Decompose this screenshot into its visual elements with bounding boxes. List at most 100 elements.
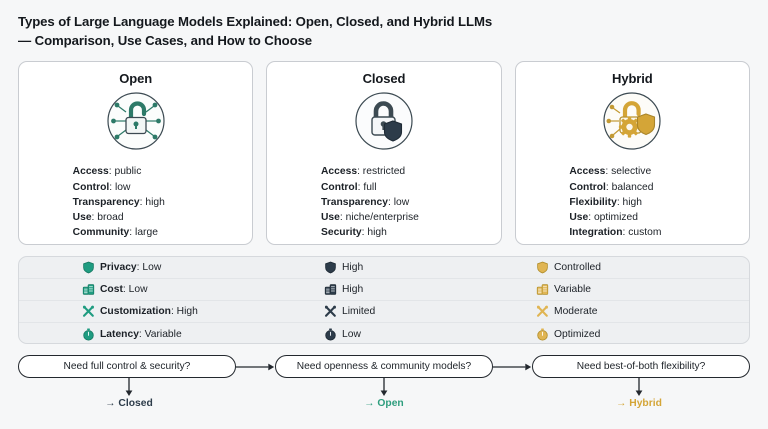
table-row: Cost: Low High Variable [19, 279, 749, 302]
spec-row: Transparency: low [320, 196, 410, 208]
cell-hybrid: Variable [536, 283, 746, 296]
flow-outcome-2: → Open [273, 378, 495, 409]
stopwatch-icon [83, 328, 94, 341]
card-closed[interactable]: Closed Access: restricted Control: full … [266, 61, 502, 246]
cell-closed: High [324, 261, 536, 274]
spec-value: large [135, 226, 158, 238]
spec-key: Control [320, 181, 358, 193]
spec-value: restricted [362, 166, 406, 178]
flow-spacer-1 [240, 378, 273, 409]
spec-value: high [145, 196, 165, 208]
spec-value: low [393, 196, 410, 208]
flow-question-1[interactable]: Need full control & security? [18, 355, 236, 379]
spec-row: Use: broad [72, 211, 124, 223]
cell-open: Latency: Variable [19, 328, 324, 341]
cell-value: Variable [554, 284, 592, 296]
page-title-line2: — Comparison, Use Cases, and How to Choo… [18, 32, 313, 48]
spec-key: Use [320, 211, 340, 223]
cell-hybrid: Controlled [536, 261, 746, 274]
flow-spacer-2 [495, 378, 528, 409]
card-closed-specs: Access: restricted Control: full Transpa… [321, 164, 447, 239]
cell-open: Cost: Low [19, 283, 324, 296]
tools-icon [82, 306, 94, 318]
card-open-specs: Access: public Control: low Transparency… [73, 164, 199, 239]
model-type-cards: Open [18, 61, 750, 246]
card-open[interactable]: Open [18, 61, 254, 246]
spec-row: Access: selective [569, 166, 652, 178]
cell-value: Low [128, 284, 148, 296]
spec-value: selective [611, 166, 652, 178]
cell-value: High [176, 306, 198, 318]
spec-row: Control: low [72, 181, 131, 193]
cell-closed: High [324, 283, 536, 296]
arrow-down-icon [125, 378, 133, 397]
spec-value: optimized [593, 211, 639, 223]
flow-questions-row: Need full control & security? Need openn… [18, 355, 750, 379]
shield-icon [83, 262, 94, 274]
tools-icon [536, 306, 548, 318]
spec-row: Community: large [72, 226, 158, 238]
spec-value: low [115, 181, 131, 193]
spec-row: Control: balanced [569, 181, 654, 193]
flow-outcome-1-label: → Closed [105, 398, 153, 410]
cell-value: Low [142, 262, 162, 274]
row-label: Latency [100, 328, 139, 340]
cell-value: High [342, 284, 364, 296]
spec-key: Transparency [320, 196, 388, 208]
spec-value: custom [628, 226, 662, 238]
stopwatch-icon [325, 328, 336, 341]
spec-key: Integration [569, 226, 623, 238]
closed-padlock-shield-icon [348, 90, 420, 157]
flow-outcome-3: → Hybrid [528, 378, 750, 409]
spec-key: Access [569, 166, 606, 178]
card-hybrid-specs: Access: selective Control: balanced Flex… [569, 164, 695, 239]
cell-open: Privacy: Low [19, 261, 324, 274]
arrow-down-icon [380, 378, 388, 397]
page-title: Types of Large Language Models Explained… [18, 0, 750, 50]
flow-connector-2 [493, 361, 532, 373]
spec-key: Access [72, 166, 109, 178]
cell-value: Low [342, 328, 361, 340]
spec-key: Transparency [72, 196, 140, 208]
flow-connector-1 [236, 361, 275, 373]
table-row: Privacy: Low High Controlled [19, 257, 749, 280]
flow-outcome-2-label: → Open [364, 398, 404, 410]
spec-key: Use [72, 211, 92, 223]
comparison-table: Privacy: Low High Controlled [18, 256, 750, 345]
spec-row: Use: optimized [569, 211, 639, 223]
spec-row: Security: high [320, 226, 387, 238]
cell-closed: Low [324, 328, 536, 341]
cell-value: High [342, 262, 364, 274]
coins-icon [82, 284, 95, 296]
decision-flow: Need full control & security? Need openn… [18, 355, 750, 417]
flow-question-3[interactable]: Need best-of-both flexibility? [532, 355, 750, 379]
table-row: Latency: Variable Low Optimized [19, 323, 749, 343]
cell-hybrid: Moderate [536, 305, 746, 318]
flow-question-2[interactable]: Need openness & community models? [275, 355, 493, 379]
cell-closed: Limited [324, 305, 536, 318]
spec-row: Access: restricted [320, 166, 406, 178]
spec-row: Integration: custom [569, 226, 662, 238]
spec-key: Use [569, 211, 589, 223]
spec-value: full [363, 181, 377, 193]
spec-row: Flexibility: high [569, 196, 643, 208]
coins-icon [324, 284, 337, 296]
spec-row: Transparency: high [72, 196, 165, 208]
card-closed-title: Closed [362, 71, 406, 87]
page-title-line1: Types of Large Language Models Explained… [18, 14, 493, 29]
spec-key: Flexibility [569, 196, 617, 208]
spec-row: Use: niche/enterprise [320, 211, 419, 223]
spec-key: Access [320, 166, 358, 178]
row-label: Cost [100, 284, 123, 296]
tools-icon [324, 306, 336, 318]
shield-icon [325, 262, 336, 274]
flow-outcomes-row: → Closed → Open → Hybrid [18, 378, 750, 409]
spec-value: high [622, 196, 643, 208]
shield-icon [537, 262, 548, 274]
card-hybrid[interactable]: Hybrid [514, 61, 750, 246]
cell-value: Limited [342, 306, 376, 318]
open-padlock-network-icon [100, 90, 172, 157]
spec-value: broad [97, 211, 124, 223]
spec-row: Access: public [72, 166, 142, 178]
